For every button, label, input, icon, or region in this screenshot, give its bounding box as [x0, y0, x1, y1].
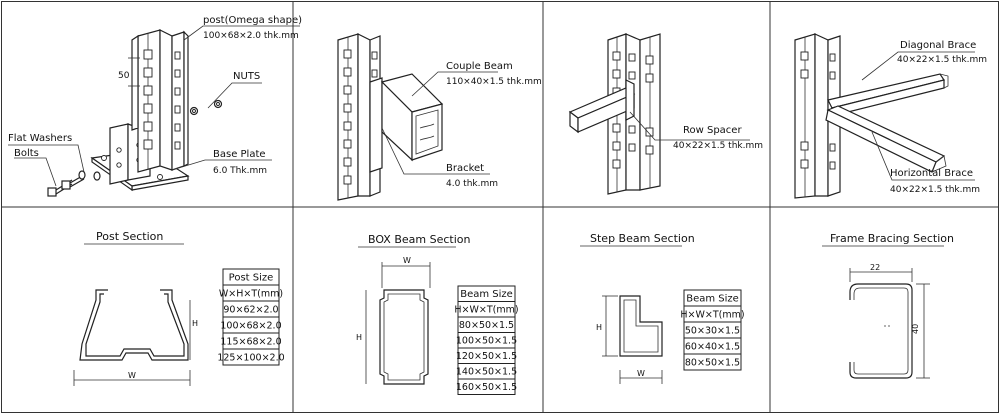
couple-beam-drawing	[337, 33, 498, 201]
bracing-drawing	[794, 33, 975, 199]
step-beam-size-table-row: 60×40×1.5	[685, 342, 740, 353]
box-beam-size-table-header: Beam Size	[460, 289, 513, 300]
box-beam-size-table-row: 100×50×1.5	[456, 336, 517, 347]
step-beam-profile	[602, 295, 663, 384]
post-label: post(Omega shape)	[203, 15, 302, 26]
post-assembly-drawing	[8, 25, 300, 197]
step-beam-section-title: Step Beam Section	[590, 232, 695, 245]
row-spacer-drawing	[568, 33, 750, 195]
box-beam-profile	[365, 262, 431, 385]
frame-bracing-dim-40: 40	[911, 324, 920, 334]
box-beam-dim-h: H	[356, 333, 362, 342]
post-size-table-cell	[222, 348, 280, 366]
couple-beam-spec: 110×40×1.5 thk.mm	[446, 77, 542, 87]
horizontal-brace-label: Horizontal Brace	[890, 168, 973, 179]
step-beam-size-table-row: H×W×T(mm)	[680, 310, 744, 321]
flat-washers-label: Flat Washers	[8, 133, 72, 144]
upright-holes	[800, 51, 836, 170]
box-beam-size-table-row: 140×50×1.5	[456, 367, 517, 378]
base-plate-spec: 6.0 Thk.mm	[213, 166, 267, 176]
bolts-label: Bolts	[14, 148, 39, 159]
upright-holes	[143, 49, 181, 150]
box-beam-size-table-row: H×W×T(mm)	[454, 305, 518, 316]
box-beam-size-table-row: 80×50×1.5	[459, 320, 514, 331]
post-spec: 100×68×2.0 thk.mm	[203, 31, 299, 41]
box-beam-section-title: BOX Beam Section	[368, 233, 471, 246]
nuts-label: NUTS	[233, 71, 260, 82]
post-section-dim-h: H	[192, 319, 198, 328]
step-beam-size-table-row: 80×50×1.5	[685, 358, 740, 369]
step-beam-size-table-header: Beam Size	[686, 294, 739, 305]
couple-beam-label: Couple Beam	[446, 61, 513, 72]
bracket-spec: 4.0 thk.mm	[446, 179, 498, 189]
post-size-table-row: 90×62×2.0	[223, 305, 278, 316]
post-size-table-row: 115×68×2.0	[220, 337, 281, 348]
step-beam-size-table-row: 50×30×1.5	[685, 326, 740, 337]
box-beam-size-table-cell	[457, 378, 516, 395]
dimension-50: 50	[118, 71, 130, 81]
step-beam-size-table-cell	[683, 353, 742, 371]
row-spacer-label: Row Spacer	[683, 125, 742, 136]
horizontal-brace-spec: 40×22×1.5 thk.mm	[890, 185, 980, 195]
post-section-dim-w: W	[128, 371, 136, 380]
frame-bracing-section-title: Frame Bracing Section	[830, 232, 954, 245]
box-beam-dim-w: W	[403, 256, 411, 265]
row-spacer-spec: 40×22×1.5 thk.mm	[673, 141, 763, 151]
frame-bracing-profile	[849, 268, 930, 379]
diagonal-brace-spec: 40×22×1.5 thk.mm	[897, 55, 987, 65]
post-size-table-row: 125×100×2.0	[217, 353, 284, 364]
post-section-title: Post Section	[96, 230, 163, 243]
step-beam-dim-h: H	[596, 323, 602, 332]
diagonal-brace-label: Diagonal Brace	[900, 40, 976, 51]
box-beam-size-table-row: 120×50×1.5	[456, 351, 517, 362]
post-size-table-header: Post Size	[229, 273, 274, 284]
post-size-table-row: 100×68×2.0	[220, 321, 281, 332]
bolts-and-washers	[47, 170, 101, 197]
step-beam-dim-w: W	[637, 369, 645, 378]
bracket-label: Bracket	[446, 163, 484, 174]
box-beam-size-table-row: 160×50×1.5	[456, 382, 517, 393]
base-plate-label: Base Plate	[213, 149, 266, 160]
frame-bracing-dim-22: 22	[870, 263, 880, 272]
post-size-table-row: W×H×T(mm)	[219, 289, 283, 300]
post-section-profile	[73, 289, 191, 386]
